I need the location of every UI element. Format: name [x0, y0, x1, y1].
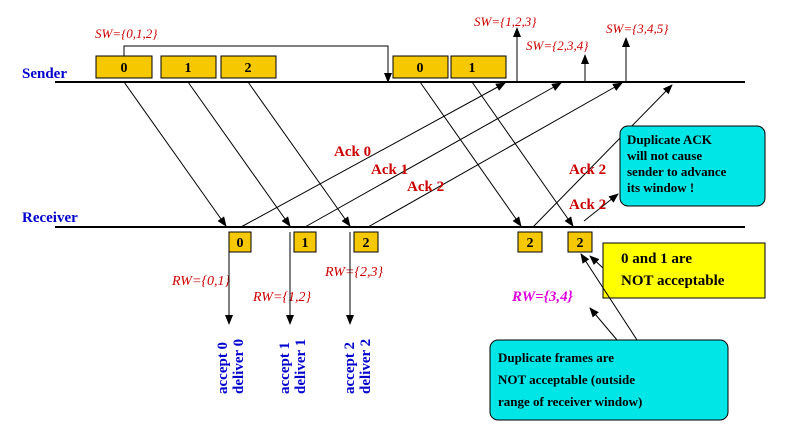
svg-text:its window !: its window !	[627, 180, 694, 195]
svg-text:0: 0	[417, 61, 424, 76]
pointer-arrow-not-acceptable	[589, 255, 604, 269]
timeout-bracket	[123, 45, 392, 83]
svg-text:1: 1	[185, 61, 192, 76]
receiver-frame-1: 1	[293, 231, 317, 253]
sender-frame-2: 2	[220, 55, 277, 79]
svg-text:accept 2: accept 2	[342, 342, 358, 394]
deliver-label-2: accept 2 deliver 2	[342, 339, 374, 394]
sender-window-234: SW={2,3,4}	[526, 38, 589, 53]
data-arrow-0	[123, 81, 227, 227]
svg-text:range of receiver window): range of receiver window)	[498, 394, 642, 409]
sender-window-123: SW={1,2,3}	[474, 14, 537, 29]
svg-text:2: 2	[577, 236, 584, 251]
svg-text:accept 1: accept 1	[277, 342, 293, 394]
receiver-frame-2-dup-2: 2	[567, 231, 593, 253]
sender-window-initial: SW={0,1,2}	[95, 26, 158, 41]
svg-text:deliver 1: deliver 1	[293, 339, 309, 394]
receiver-window-01: RW={0,1}	[171, 274, 231, 289]
svg-text:2: 2	[363, 236, 370, 251]
svg-text:1: 1	[302, 236, 309, 251]
svg-text:0: 0	[121, 61, 128, 76]
sender-label: Sender	[22, 66, 67, 82]
receiver-window-23: RW={2,3}	[324, 265, 384, 280]
sender-frame-0: 0	[95, 55, 153, 79]
receiver-label: Receiver	[22, 210, 78, 226]
note-duplicate-frames: Duplicate frames are NOT acceptable (out…	[489, 339, 729, 421]
svg-text:NOT acceptable: NOT acceptable	[621, 273, 725, 289]
receiver-frame-0: 0	[228, 231, 252, 253]
deliver-label-1: accept 1 deliver 1	[277, 339, 309, 394]
ack-2-dup-label-2: Ack 2	[569, 197, 606, 213]
svg-text:Duplicate ACK: Duplicate ACK	[627, 132, 713, 147]
ack-0-label: Ack 0	[334, 144, 371, 160]
receiver-window-34: RW={3,4}	[511, 289, 574, 305]
svg-text:deliver 0: deliver 0	[231, 339, 247, 394]
sender-window-345: SW={3,4,5}	[606, 21, 669, 36]
data-arrow-1	[187, 81, 291, 227]
deliver-label-0: accept 0 deliver 0	[215, 339, 247, 394]
svg-text:accept 0: accept 0	[215, 342, 231, 394]
pointer-arrow-dup-frames-2	[589, 307, 618, 341]
svg-text:2: 2	[527, 236, 534, 251]
data-arrow-2	[247, 81, 351, 227]
note-not-acceptable: 0 and 1 are NOT acceptable	[602, 242, 766, 299]
data-arrow-0-retransmit	[419, 81, 522, 227]
svg-text:0: 0	[237, 236, 244, 251]
receiver-frame-2: 2	[353, 231, 379, 253]
ack-arrow-1	[304, 82, 562, 228]
ack-arrow-2	[367, 82, 623, 228]
svg-text:2: 2	[245, 61, 252, 76]
svg-text:NOT acceptable (outside: NOT acceptable (outside	[498, 372, 635, 387]
svg-text:will not cause: will not cause	[627, 148, 702, 163]
ack-2-label: Ack 2	[407, 179, 444, 195]
svg-text:sender to advance: sender to advance	[627, 164, 727, 179]
receiver-window-12: RW={1,2}	[252, 290, 312, 305]
ack-arrow-2-dup-2	[583, 193, 619, 222]
svg-text:1: 1	[469, 61, 476, 76]
sender-frame-1: 1	[160, 55, 217, 79]
svg-text:0 and 1 are: 0 and 1 are	[621, 251, 692, 267]
svg-text:deliver 2: deliver 2	[358, 339, 374, 394]
pointer-arrow-dup-frames-1	[580, 253, 638, 341]
sender-frame-1-retransmit: 1	[450, 55, 507, 79]
sender-frame-0-retransmit: 0	[392, 55, 449, 79]
ack-arrow-2-dup-1	[532, 84, 673, 228]
ack-2-dup-label-1: Ack 2	[569, 162, 606, 178]
svg-text:Duplicate frames are: Duplicate frames are	[498, 350, 614, 365]
ack-arrow-0	[240, 82, 506, 228]
ack-1-label: Ack 1	[371, 162, 408, 178]
note-duplicate-ack: Duplicate ACK will not cause sender to a…	[619, 125, 766, 207]
receiver-frame-2-dup-1: 2	[517, 231, 543, 253]
data-arrow-1-retransmit	[471, 81, 574, 227]
